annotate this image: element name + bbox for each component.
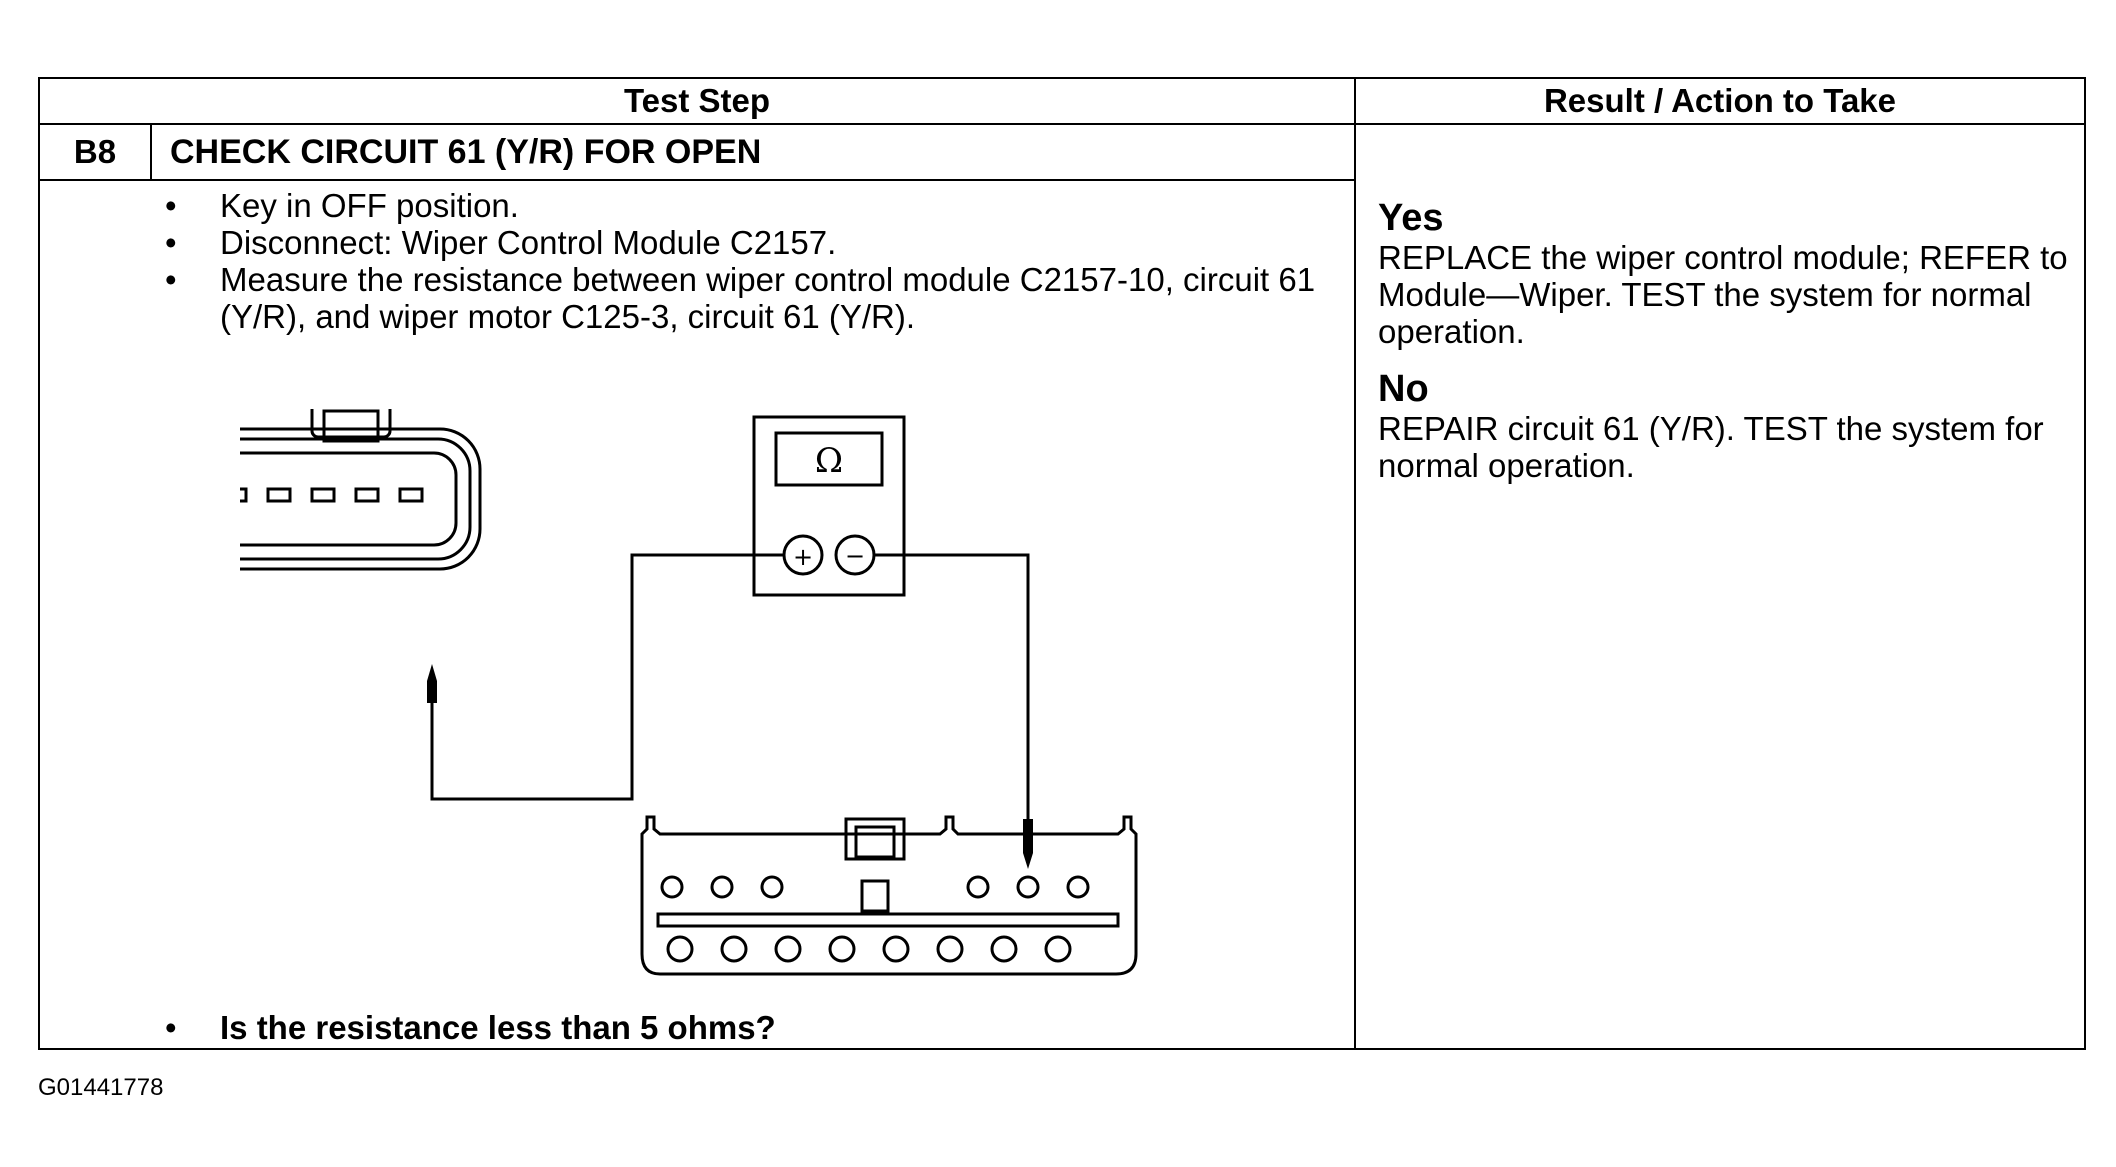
result-column: Yes REPLACE the wiper control module; RE…: [1378, 179, 2078, 484]
no-label: No: [1378, 368, 1429, 410]
figure-id: G01441778: [38, 1074, 164, 1101]
plus-terminal-label: +: [793, 543, 813, 571]
yes-label: Yes: [1378, 197, 1444, 239]
result-header: Result / Action to Take: [1543, 82, 1897, 119]
step-title: CHECK CIRCUIT 61 (Y/R) FOR OPEN: [170, 132, 762, 171]
test-step-table: Test Step Result / Action to Take B8 CHE…: [38, 77, 2086, 1050]
test-leads: [430, 553, 1030, 825]
test-step-header: Test Step: [623, 82, 771, 119]
yes-action: REPLACE the wiper control module; REFER …: [1378, 239, 2068, 350]
step-title-divider: [40, 179, 1354, 181]
probe-tip-motor: [1023, 819, 1033, 869]
instruction-item: Measure the resistance between wiper con…: [165, 261, 1380, 335]
step-id-divider: [150, 123, 152, 179]
no-action: REPAIR circuit 61 (Y/R). TEST the system…: [1378, 410, 2044, 484]
instruction-item: Key in OFF position.: [165, 187, 1380, 224]
probe-tip-module: [427, 664, 437, 703]
step-id: B8: [73, 133, 117, 170]
step-instructions: Key in OFF position. Disconnect: Wiper C…: [160, 187, 1380, 335]
step-question: Is the resistance less than 5 ohms?: [165, 1009, 776, 1046]
resistance-test-diagram: Ω + −: [240, 409, 1138, 976]
minus-terminal-label: −: [845, 542, 865, 570]
column-divider: [1354, 79, 1356, 1048]
ohm-symbol: Ω: [815, 441, 843, 481]
wiper-motor-connector: [640, 815, 1138, 976]
wiper-module-connector: [240, 409, 482, 571]
header-divider: [40, 123, 2084, 125]
instruction-item: Disconnect: Wiper Control Module C2157.: [165, 224, 1380, 261]
